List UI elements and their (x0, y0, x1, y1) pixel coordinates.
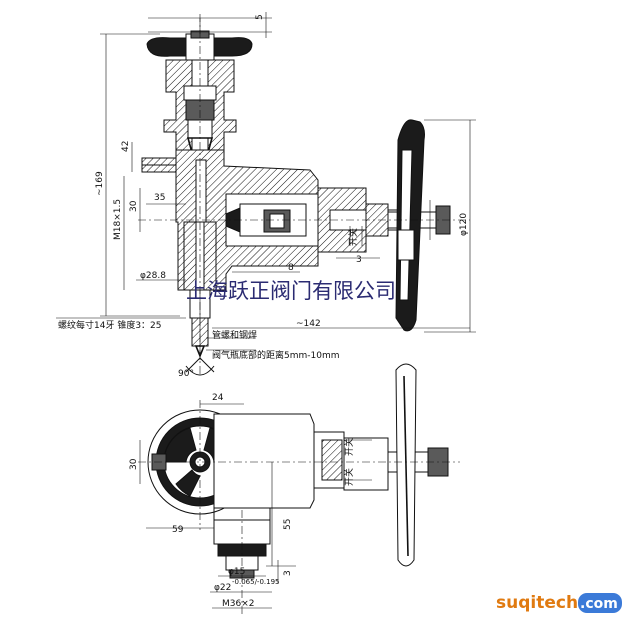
dim-M36: M36×2 (222, 599, 254, 609)
dim-30: 30 (129, 200, 139, 212)
dim-35: 35 (154, 193, 165, 203)
side-handwheel (395, 119, 425, 332)
site-logo: suqitech .com (496, 593, 622, 613)
note-distance: 阀气瓶底部的距离5mm-10mm (212, 349, 340, 361)
dim-142: ~142 (296, 319, 321, 329)
dim-phi15: φ15 (228, 567, 245, 577)
dim-M18: M18×1.5 (113, 199, 123, 240)
dim-3-top: 3 (356, 255, 362, 265)
plan-view: 24 30 59 55 φ15 3 φ22 -0.065/-0.195 M36×… (129, 363, 460, 616)
dim-42: 42 (121, 141, 131, 152)
section-view: 5 ~169 42 M18×1.5 30 35 φ28.8 8 3 φ120 ~… (56, 12, 476, 379)
dim-tolerance: -0.065/-0.195 (232, 578, 280, 586)
lower-dimensions (139, 403, 372, 609)
plan-side-handwheel (395, 363, 417, 567)
site-logo-suqi: suqitech (496, 593, 578, 613)
company-watermark: 上海跃正阀门有限公司 (186, 279, 396, 303)
dim-30-bottom: 30 (129, 458, 139, 470)
dim-3-bottom: 3 (283, 570, 293, 576)
dim-24: 24 (212, 393, 224, 403)
top-handwheel (146, 18, 253, 61)
note-thread: 螺纹每寸14牙 锥度3：25 (58, 319, 162, 331)
note-weld: 管螺和钢焊 (212, 329, 257, 341)
upper-dimensions (56, 12, 476, 351)
site-logo-com: .com (580, 596, 618, 612)
dim-59: 59 (172, 525, 184, 535)
label-open-top: 开关 (347, 228, 359, 246)
dim-55: 55 (283, 519, 293, 530)
dim-169: ~169 (95, 171, 105, 196)
side-port (141, 157, 177, 173)
label-open-bottom-1: 开关 (343, 438, 355, 456)
dim-phi22: φ22 (214, 583, 231, 593)
dim-phi120: φ120 (459, 213, 469, 236)
site-logo-pill (578, 593, 622, 613)
dim-90: 90° (178, 369, 194, 379)
dim-phi28: φ28.8 (140, 271, 166, 281)
dim-8: 8 (288, 263, 294, 273)
label-open-bottom-2: 开关 (343, 468, 355, 486)
dim-5: 5 (255, 14, 265, 20)
